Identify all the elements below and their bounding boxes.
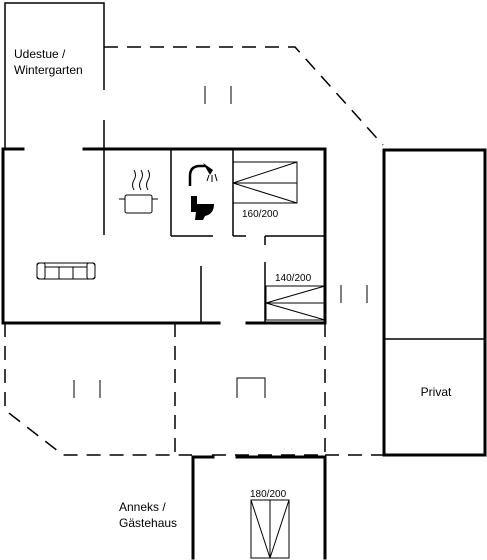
- annex-walls: [191, 455, 327, 560]
- annex-label-line2: Gästehaus: [119, 516, 177, 530]
- wintergarden-label-line1: Udestue /: [14, 47, 66, 61]
- private-room-walls: [382, 148, 487, 457]
- sofa-icon: [36, 262, 96, 280]
- bed-size-label-top: 160/200: [242, 209, 279, 220]
- toilet-icon: [191, 196, 214, 220]
- bed-top: [232, 161, 298, 204]
- bed-annex: [250, 499, 290, 559]
- bed-size-label-middle: 140/200: [275, 273, 312, 284]
- cooking-pot-icon: [119, 169, 158, 214]
- annex-label: Anneks / Gästehaus: [119, 500, 177, 530]
- terrace-outline-bottom: [4, 323, 383, 456]
- wintergarden-label: Udestue / Wintergarten: [14, 47, 83, 77]
- bed-middle: 140/200: [265, 273, 326, 321]
- shower-icon: [188, 163, 218, 186]
- main-house-walls: [1, 147, 327, 325]
- terrace-outline-top: [104, 46, 384, 146]
- window-marks-right: [340, 285, 368, 303]
- private-room-label: Privat: [421, 385, 452, 399]
- bed-size-label-annex: 180/200: [250, 489, 287, 500]
- annex-label-line1: Anneks /: [119, 500, 166, 514]
- wintergarden-label-line2: Wintergarten: [14, 63, 83, 77]
